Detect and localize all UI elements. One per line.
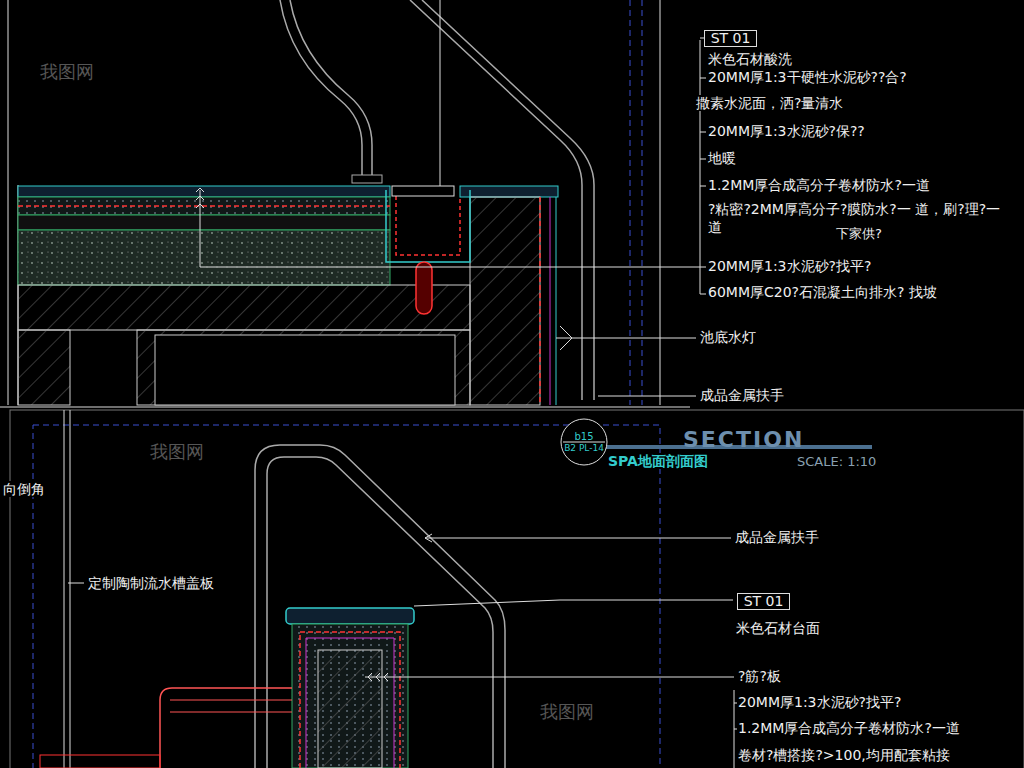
- material-note: 20MM厚1:3水泥砂?找平?: [738, 694, 901, 710]
- label-box: 20MM厚1:3水泥砂?找平?: [708, 257, 871, 275]
- scale-note: SCALE: 1:10: [797, 454, 876, 469]
- material-note: 米色石材台面: [736, 620, 820, 636]
- label-box: 撒素水泥面，洒?量清水: [696, 94, 843, 112]
- material-note: 卷材?槽搭接?>100,均用配套粘接: [738, 747, 950, 763]
- label-box: 卷材?槽搭接?>100,均用配套粘接: [738, 746, 950, 764]
- label-box: 米色石材酸洗: [708, 50, 792, 68]
- material-note: 米色石材酸洗: [708, 51, 792, 67]
- watermark: 我图网: [150, 441, 204, 462]
- material-note: 1.2MM厚合成高分子卷材防水?一道: [738, 720, 960, 736]
- title-box: SPA地面剖面图: [608, 452, 708, 470]
- material-code: ST 01: [743, 594, 784, 609]
- material-note: 下家供?: [836, 226, 882, 241]
- material-tag: ST 01: [704, 30, 757, 47]
- section-bubble: b15B2 PL-14: [560, 418, 608, 466]
- watermark: 我图网: [40, 61, 94, 82]
- material-note: 1.2MM厚合成高分子卷材防水?一道: [708, 177, 930, 193]
- label-box: 定制陶制流水槽盖板: [88, 574, 214, 592]
- material-code: ST 01: [710, 31, 751, 46]
- label-box: 池底水灯: [700, 328, 756, 346]
- label-box: 我图网: [150, 440, 204, 463]
- label-box: 成品金属扶手: [735, 528, 819, 546]
- material-note: 定制陶制流水槽盖板: [88, 575, 214, 591]
- material-note: 20MM厚1:3水泥砂?保??: [708, 123, 865, 139]
- material-note: 向倒角: [3, 481, 45, 497]
- section-heading: SECTION: [683, 427, 804, 452]
- watermark: 我图网: [540, 701, 594, 722]
- bubble-outline: [560, 418, 608, 466]
- callout-number: B2 PL-14: [560, 443, 608, 454]
- material-note: 60MM厚C20?石混凝土向排水? 找坡: [708, 284, 937, 300]
- label-box: 20MM厚1:3水泥砂?保??: [708, 122, 865, 140]
- label-box: 地暖: [708, 149, 736, 167]
- material-tag: ST 01: [737, 593, 790, 610]
- label-box: 1.2MM厚合成高分子卷材防水?一道: [708, 176, 930, 194]
- label-box: 我图网: [540, 700, 594, 723]
- material-note: 撒素水泥面，洒?量清水: [696, 95, 843, 111]
- material-note: 20MM厚1:3干硬性水泥砂??合?: [708, 69, 907, 85]
- label-box: 60MM厚C20?石混凝土向排水? 找坡: [708, 283, 958, 301]
- label-box: 1.2MM厚合成高分子卷材防水?一道: [738, 719, 960, 737]
- label-box: 米色石材台面: [736, 619, 820, 637]
- material-note: 池底水灯: [700, 329, 756, 345]
- label-box: 我图网: [40, 60, 94, 83]
- label-box: SCALE: 1:10: [797, 454, 876, 471]
- label-box: 下家供?: [836, 226, 882, 243]
- material-note: 成品金属扶手: [700, 387, 784, 403]
- label-box: 成品金属扶手: [700, 386, 784, 404]
- material-note: 地暖: [708, 150, 736, 166]
- label-box: 20MM厚1:3水泥砂?找平?: [738, 693, 901, 711]
- label-box: ?筋?板: [738, 667, 781, 685]
- material-note: ?筋?板: [738, 668, 781, 684]
- material-note: 20MM厚1:3水泥砂?找平?: [708, 258, 871, 274]
- label-box: 向倒角: [3, 480, 45, 498]
- label-box: 20MM厚1:3干硬性水泥砂??合?: [708, 68, 907, 86]
- material-note: 成品金属扶手: [735, 529, 819, 545]
- label-box: SECTION: [683, 426, 804, 455]
- callout-number: b15: [560, 431, 608, 443]
- drawing-title: SPA地面剖面图: [608, 453, 708, 469]
